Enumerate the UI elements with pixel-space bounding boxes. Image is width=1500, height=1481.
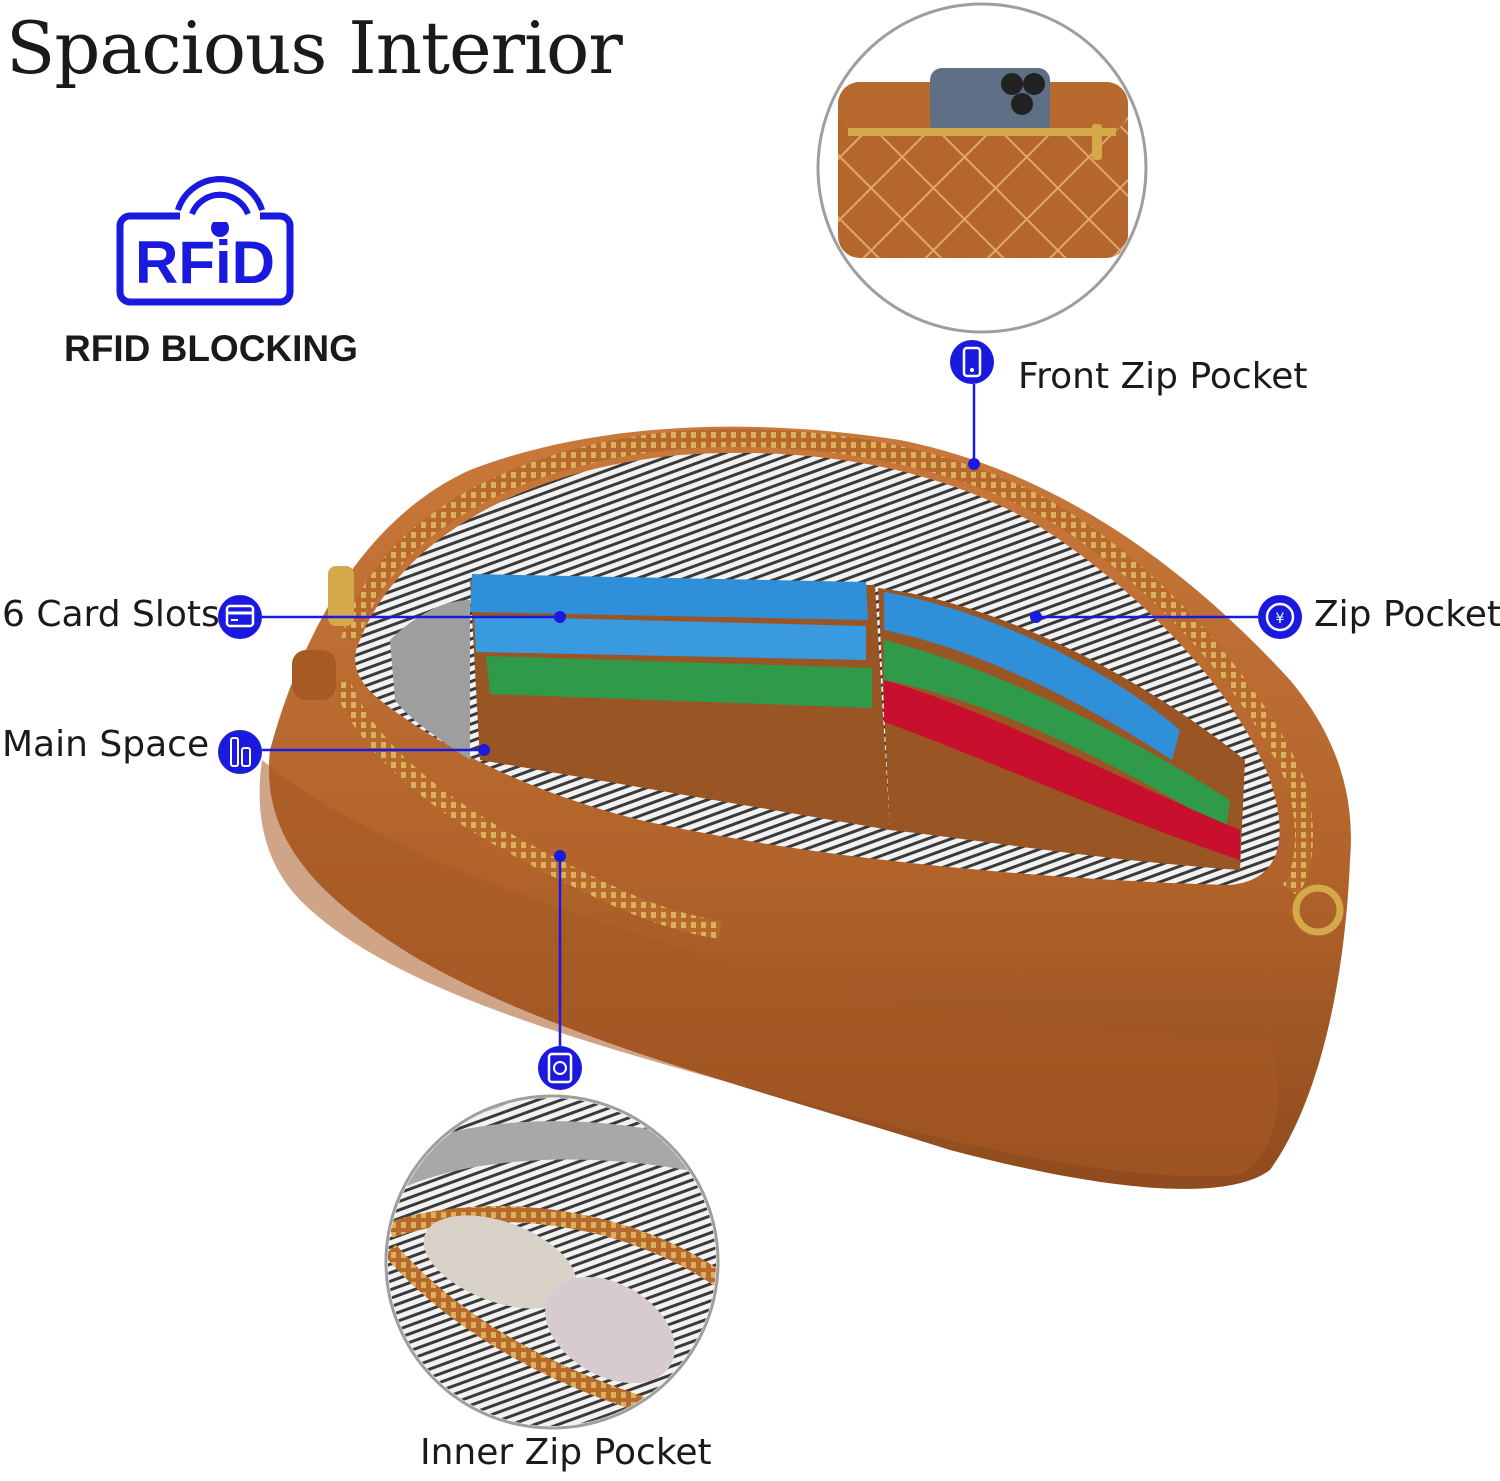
svg-text:¥: ¥ <box>1276 611 1285 627</box>
phone-icon <box>950 340 994 384</box>
passport-icon <box>538 1046 582 1090</box>
page-title: Spacious Interior <box>6 6 623 90</box>
bag-main-view <box>259 426 1351 1189</box>
card-slots-label: 6 Card Slots <box>2 594 220 635</box>
rfid-caption: RFID BLOCKING <box>64 328 358 369</box>
front-zip-pocket-label: Front Zip Pocket <box>1018 356 1308 397</box>
cosmetics-icon <box>218 730 262 774</box>
main-space-label: Main Space <box>2 724 210 765</box>
inner-zip-pocket-label: Inner Zip Pocket <box>420 1432 712 1473</box>
front-pocket-inset <box>816 2 1148 334</box>
credit-card-icon <box>218 595 262 639</box>
inner-pocket-inset <box>384 1094 720 1430</box>
rfid-logo-text: RFiD <box>135 229 275 296</box>
callout-lines <box>262 384 1258 1046</box>
zip-pocket-label: Zip Pocket <box>1314 594 1500 635</box>
rfid-logo-icon: RFiD <box>116 176 294 306</box>
yen-coin-icon: ¥ <box>1258 595 1302 639</box>
